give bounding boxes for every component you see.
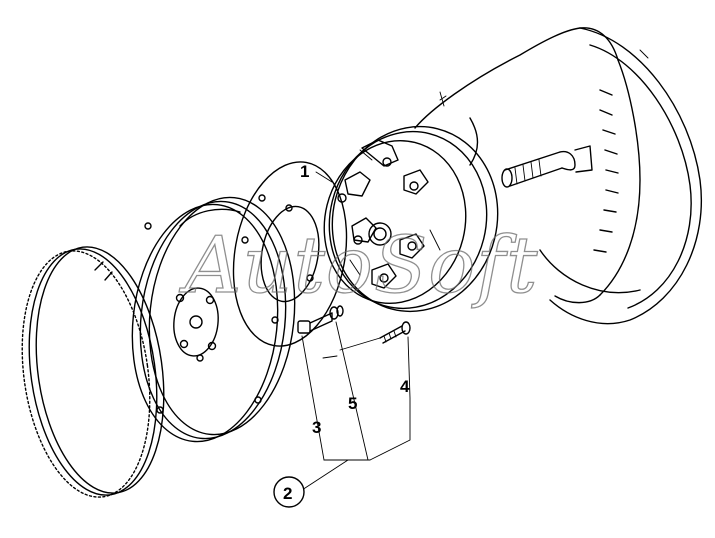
callout-4-label: 4 <box>400 377 410 396</box>
callout-5-label: 5 <box>348 394 357 413</box>
callout-1-label: 1 <box>300 162 309 181</box>
watermark-text: AutoSoft <box>179 221 538 311</box>
torque-converter <box>323 125 499 313</box>
flywheel <box>131 196 296 443</box>
washer <box>329 305 344 320</box>
flywheel-ring-gear <box>21 246 165 498</box>
callout-2-circle <box>273 476 305 508</box>
bolt <box>297 312 333 334</box>
callout-2-label: 2 <box>283 484 292 503</box>
leader-lines <box>301 171 411 491</box>
screw <box>379 321 411 344</box>
callout-3-label: 3 <box>312 418 321 437</box>
transmission-housing <box>414 27 702 325</box>
